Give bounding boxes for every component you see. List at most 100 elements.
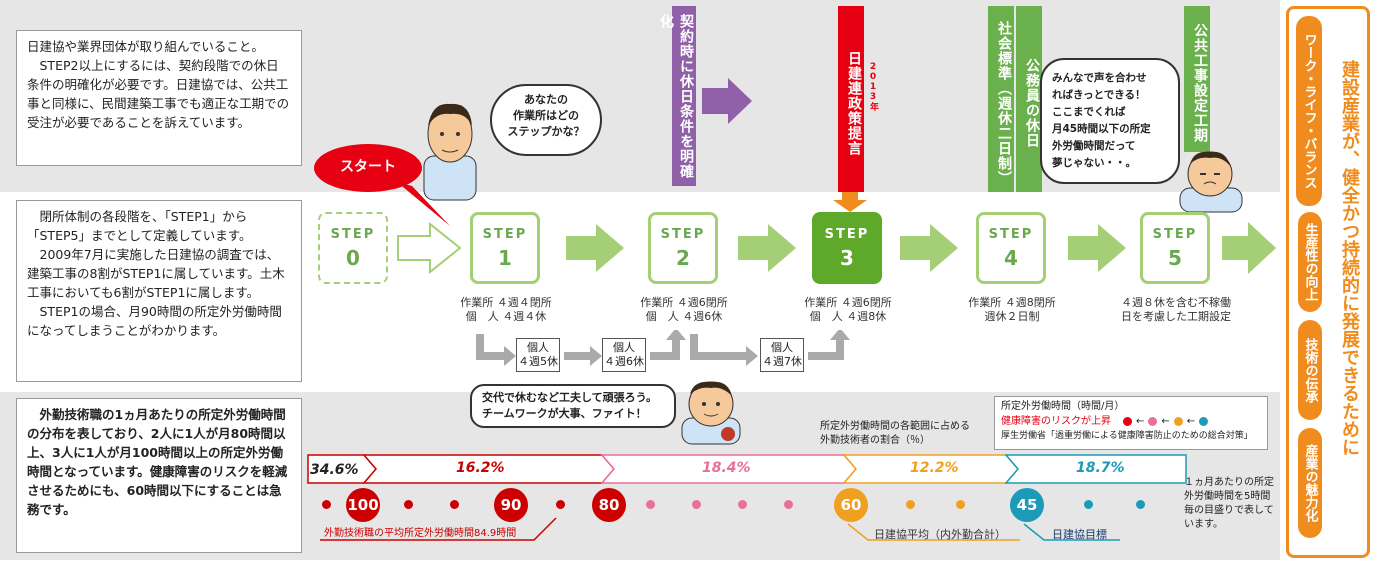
step-4-desc-line1: 作業所 ４週8閉所 <box>968 296 1056 309</box>
circle-80: 80 <box>592 488 626 522</box>
step-number: 4 <box>1004 245 1018 270</box>
scale-dot <box>738 500 747 509</box>
step-0-box: STEP 0 <box>318 212 388 284</box>
wlb-pill-productivity: 生産性の向上 <box>1298 212 1322 312</box>
scale-dot <box>906 500 915 509</box>
step-2-box: STEP 2 <box>648 212 718 284</box>
legend-risk-label: 健康障害のリスクが上昇 <box>1001 416 1111 427</box>
step-4-arrow-icon <box>1068 224 1126 272</box>
text-box-step-definition: 閉所体制の各段階を、「STEP1」から「STEP5」までとして定義しています。 … <box>16 200 302 382</box>
step-2-desc-line2: 個 人 ４週6休 <box>645 310 723 323</box>
man-illustration-2 <box>681 381 741 445</box>
sub-step-line2: ４週7休 <box>762 355 802 368</box>
scale-dot <box>1084 500 1093 509</box>
sub-step-line1: 個人 <box>613 341 635 354</box>
segment-label-4: 12.2% <box>910 460 959 476</box>
target-label: 日建協目標 <box>1052 528 1107 541</box>
step-3-box: STEP 3 <box>812 212 882 284</box>
step-number: 0 <box>346 245 360 270</box>
step-1-arrow-icon <box>566 224 624 272</box>
start-label: スタート <box>340 159 396 175</box>
step-label: STEP <box>660 226 706 242</box>
speech-bubble-man3: みんなで声を合わせ ればきっとできる！ ここまでくれば 月45時間以下の所定 外… <box>1040 58 1180 184</box>
nikkenren-year: 2013年 <box>868 61 878 111</box>
legend-box: 所定外労働時間（時間/月） 健康障害のリスクが上昇 ← ← ← 厚生労働省「過重… <box>994 396 1268 450</box>
legend-source: 厚生労働省「過重労働による健康障害防止のための総合対策」 <box>1001 431 1253 441</box>
step-3-desc-line1: 作業所 ４週6閉所 <box>804 296 892 309</box>
scale-note: １ヵ月あたりの所定外労働時間を5時間毎の目盛りで表しています。 <box>1184 477 1274 530</box>
scale-dot <box>784 500 793 509</box>
arrow-left-icon: ← <box>1136 416 1145 427</box>
wlb-pill-attractiveness: 産業の魅力化 <box>1298 428 1322 538</box>
circle-100: 100 <box>346 488 380 522</box>
sub-step-line2: ４週5休 <box>518 355 558 368</box>
step-5-desc-line1: ４週８休を含む不稼働 <box>1121 296 1231 309</box>
step-2-desc-line1: 作業所 ４週6閉所 <box>640 296 728 309</box>
contract-label: 契約時に休日条件を明確化 <box>658 6 696 186</box>
step-label: STEP <box>330 226 376 242</box>
public-holiday-label: 公務員の休日 <box>1016 6 1042 192</box>
scale-dot <box>692 500 701 509</box>
step-number: 1 <box>498 245 512 270</box>
nikkenren-label: 日建連政策提言 <box>838 6 864 192</box>
segment-label-1: 34.6% <box>310 462 359 478</box>
step-number: 2 <box>676 245 690 270</box>
scale-dot <box>450 500 459 509</box>
step-label: STEP <box>988 226 1034 242</box>
nikken-avg-label: 日建協平均（内外勤合計） <box>874 528 1006 541</box>
step-5-desc-line2: 日を考慮した工期設定 <box>1121 310 1231 323</box>
step-1-description: 作業所 ４週４閉所個 人 ４週４休 <box>448 296 564 324</box>
step-3-desc-line2: 個 人 ４週8休 <box>809 310 887 323</box>
scale-dot <box>404 500 413 509</box>
nikkenren-down-arrow-icon <box>833 192 867 212</box>
step-4-desc-line2: 週休２日制 <box>984 310 1040 323</box>
step-1-box: STEP 1 <box>470 212 540 284</box>
step-number: 5 <box>1168 245 1182 270</box>
circle-90: 90 <box>494 488 528 522</box>
legend-title: 所定外労働時間（時間/月） <box>1001 401 1125 412</box>
circle-60: 60 <box>834 488 868 522</box>
arrow-left-icon: ← <box>1186 416 1196 427</box>
man-illustration-1 <box>423 103 477 201</box>
speech-bubble-man2: 交代で休むなど工夫して頑張ろう。 チームワークが大事、ファイト！ <box>470 384 676 428</box>
speech-bubble-man1: あなたの 作業所はどの ステップかな？ <box>490 84 602 156</box>
wlb-main-text: 建設産業が、健全かつ持続的に発展できるために <box>1339 60 1360 456</box>
orange-dot-icon <box>1173 417 1183 426</box>
sub-step-arrows <box>476 330 850 366</box>
text-box-overtime-distribution: 外勤技術職の1ヵ月あたりの所定外労働時間の分布を表しており、2人に1人が月80時… <box>16 398 302 553</box>
text-box-initiatives: 日建協や業界団体が取り組んでいること。 STEP2以上にするには、契約段階での休… <box>16 30 302 166</box>
segment-label-3: 18.4% <box>702 460 751 476</box>
sub-step-line1: 個人 <box>527 341 549 354</box>
scale-dot <box>322 500 331 509</box>
start-bubble <box>314 144 450 226</box>
teal-dot-icon <box>1199 417 1209 426</box>
step-label: STEP <box>1152 226 1198 242</box>
step-2-arrow-icon <box>738 224 796 272</box>
step-2-description: 作業所 ４週6閉所個 人 ４週6休 <box>626 296 742 324</box>
scale-dot <box>556 500 565 509</box>
wlb-title: ワーク・ライフ・バランス <box>1296 16 1322 206</box>
sub-step-line1: 個人 <box>771 341 793 354</box>
avg-overtime-label: 外勤技術職の平均所定外労働時間84.9時間 <box>324 528 517 539</box>
pink-dot-icon <box>1148 417 1158 426</box>
segment-label-5: 18.7% <box>1076 460 1125 476</box>
step-3-arrow-icon <box>900 224 958 272</box>
wlb-pill-skill-transfer: 技術の伝承 <box>1298 320 1322 420</box>
scale-dot <box>956 500 965 509</box>
man-illustration-3 <box>1179 151 1243 213</box>
step-5-arrow-icon <box>1222 222 1276 274</box>
step-label: STEP <box>824 226 870 242</box>
public-works-label: 公共工事設定工期 <box>1184 6 1210 152</box>
red-dot-icon <box>1123 417 1132 426</box>
scale-dot <box>646 500 655 509</box>
ratio-segments-bar <box>307 454 1187 484</box>
ratio-note: 所定外労働時間の各範囲に占める 外勤技術者の割合（％） <box>820 421 970 446</box>
segment-label-2: 16.2% <box>456 460 505 476</box>
step-number: 3 <box>840 245 854 270</box>
social-standard-label: 社会標準（週休二日制） <box>988 6 1014 192</box>
step-label: STEP <box>482 226 528 242</box>
contract-arrow-icon <box>702 78 752 124</box>
